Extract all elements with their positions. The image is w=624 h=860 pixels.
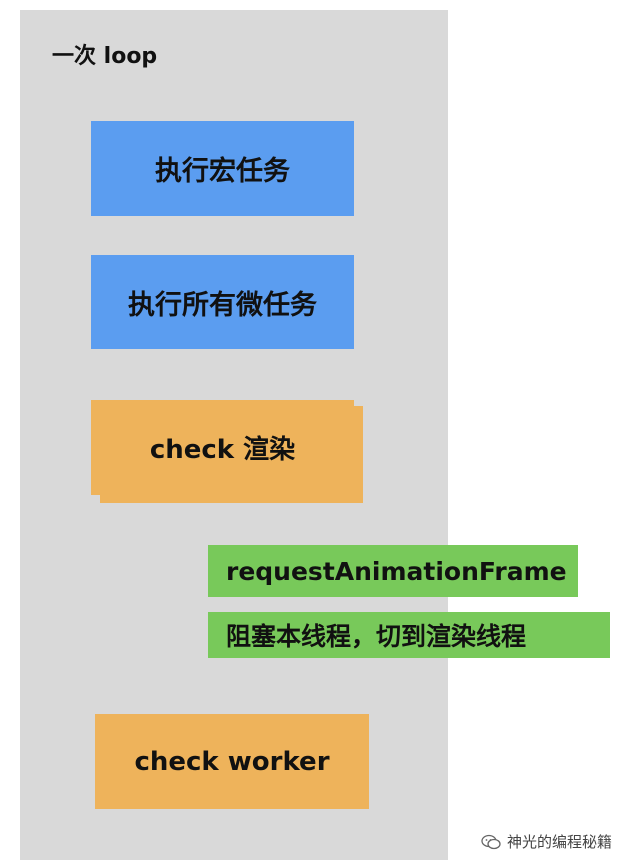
loop-title: 一次 loop <box>52 44 158 69</box>
check-worker-box: check worker <box>95 714 369 809</box>
micro-tasks-box: 执行所有微任务 <box>91 255 354 349</box>
wechat-icon <box>481 834 501 849</box>
block-thread-box: 阻塞本线程，切到渲染线程 <box>208 612 610 658</box>
macro-task-box: 执行宏任务 <box>91 121 354 216</box>
watermark-text: 神光的编程秘籍 <box>506 833 612 851</box>
check-render-box: check 渲染 <box>91 400 354 495</box>
raf-box: requestAnimationFrame <box>208 545 578 597</box>
watermark: 神光的编程秘籍 <box>481 831 612 852</box>
